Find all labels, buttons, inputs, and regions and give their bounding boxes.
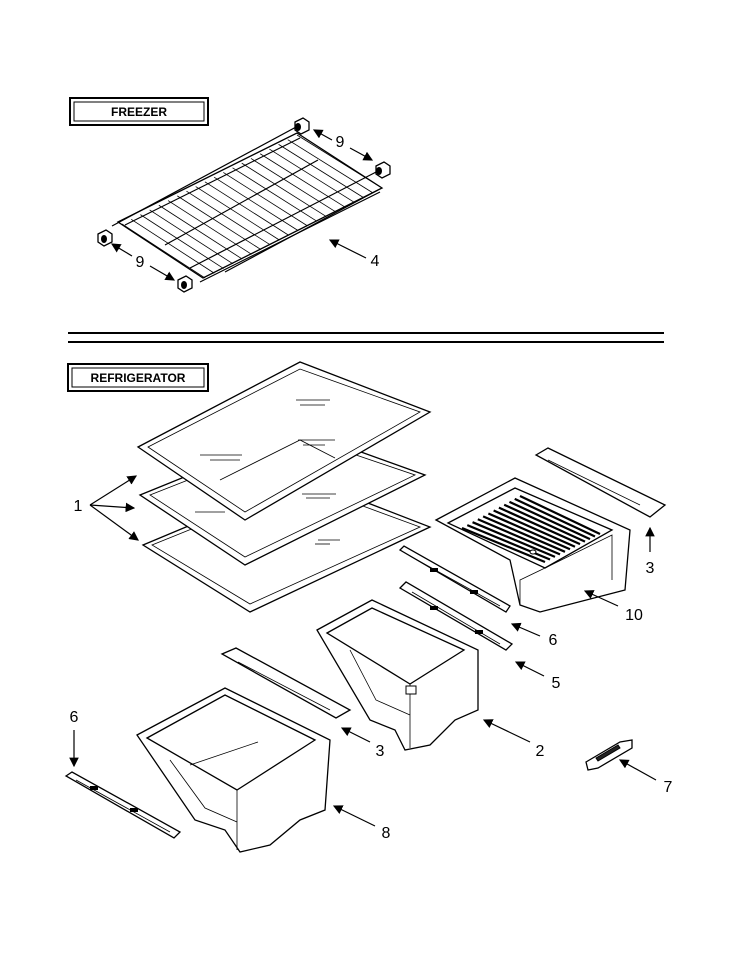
end-cap-bottom-right — [177, 275, 193, 293]
drawer-rib — [466, 524, 551, 561]
callout-6-top: 6 — [549, 632, 558, 649]
wire-rod — [158, 204, 243, 260]
drawer-rib — [482, 515, 566, 553]
section-divider — [68, 332, 664, 343]
drawer-rib — [503, 503, 586, 543]
glass-shelves — [136, 361, 432, 613]
wire-rod — [296, 134, 383, 189]
shelf-end-caps — [97, 117, 391, 293]
end-cap-top-right — [375, 161, 391, 179]
wire-rod — [130, 218, 215, 274]
wire-rod — [121, 223, 206, 279]
wire-rod — [250, 158, 336, 213]
callout-10: 10 — [625, 607, 643, 624]
slide-rail-left — [64, 771, 182, 839]
clip-part — [585, 739, 633, 771]
wire-rod — [140, 214, 224, 269]
callout-6-bottom: 6 — [70, 709, 79, 726]
wire-rod — [287, 139, 373, 194]
crisper-drawer-left — [136, 687, 331, 853]
callout-9-bottom: 9 — [136, 254, 145, 271]
callout-9-top: 9 — [336, 134, 345, 151]
wire-rod — [195, 186, 280, 241]
callout-7: 7 — [664, 779, 673, 796]
wire-rod — [269, 148, 355, 203]
drawer-rib — [493, 509, 576, 548]
wire-rod — [149, 209, 234, 265]
wire-rod — [259, 153, 345, 208]
callout-5: 5 — [552, 675, 561, 692]
end-cap-top-left — [294, 117, 310, 135]
wire-rod — [223, 172, 308, 227]
callout-2: 2 — [536, 743, 545, 760]
refrigerator-label-box: REFRIGERATOR — [67, 363, 209, 392]
callout-1: 1 — [74, 498, 83, 515]
wire-rod — [278, 144, 364, 198]
wire-rod — [177, 195, 262, 250]
freezer-label: FREEZER — [111, 105, 167, 119]
crisper-cover-right — [534, 447, 667, 518]
freezer-label-box: FREEZER — [69, 97, 209, 126]
end-cap-bottom-left — [97, 229, 113, 247]
callout-4: 4 — [371, 253, 380, 270]
slide-rail-lower — [398, 581, 514, 651]
deli-drawer — [434, 477, 631, 613]
wire-shelf — [111, 125, 384, 283]
wire-rod — [204, 181, 290, 236]
crisper-cover-left — [220, 647, 352, 719]
callout-8: 8 — [382, 825, 391, 842]
drawer-rib — [477, 518, 561, 556]
wire-rod — [186, 190, 271, 246]
glass-shelf-top — [136, 361, 432, 521]
callout-3-top: 3 — [646, 560, 655, 577]
drawer-rib — [487, 512, 571, 551]
slide-rail-upper — [398, 545, 511, 613]
drawer-rib — [472, 521, 556, 558]
wire-rod — [167, 200, 252, 255]
drawer-rib — [498, 506, 581, 546]
wire-rod — [241, 162, 327, 217]
drawer-rib — [519, 495, 601, 535]
drawer-rib — [461, 526, 546, 564]
refrigerator-label: REFRIGERATOR — [91, 371, 186, 385]
wire-rod — [213, 176, 299, 231]
callout-3-bottom: 3 — [376, 743, 385, 760]
drawer-rib — [514, 497, 596, 538]
wire-rod — [232, 167, 318, 222]
drawer-rib — [508, 500, 591, 541]
crisper-drawer-right — [316, 599, 479, 751]
